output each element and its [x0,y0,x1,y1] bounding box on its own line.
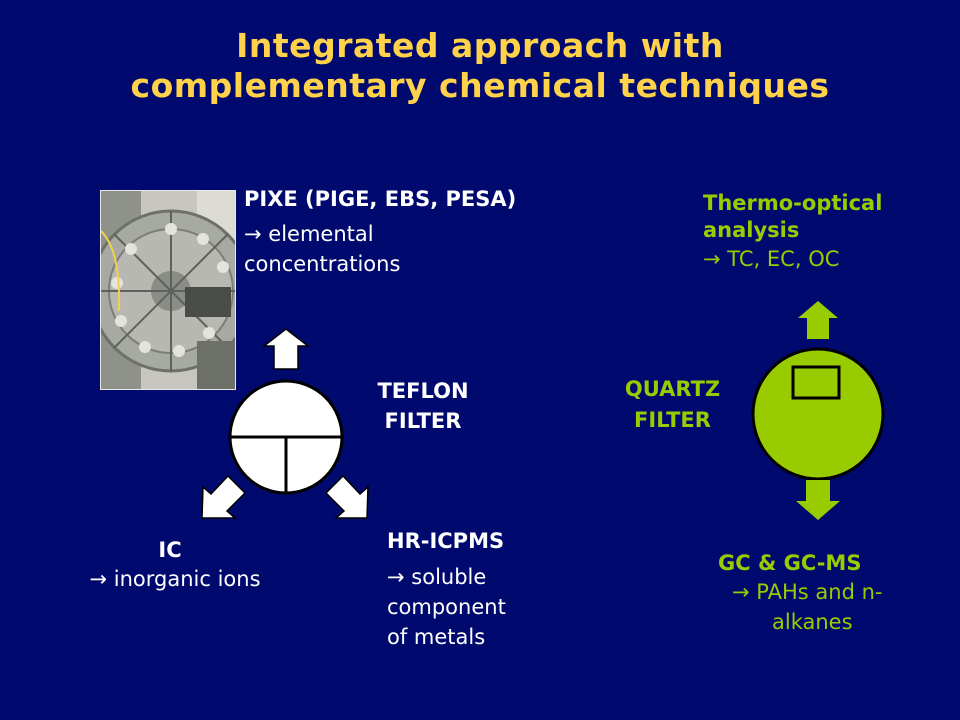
gc-line-1: PAHs and n- [756,580,883,604]
gc-line-2: alkanes [772,610,853,634]
arrow-down-left-to-ic [201,474,247,519]
thermo-heading-line-1: Thermo-optical [703,191,883,215]
sample-wheel-image [101,191,235,389]
title-line-1: Integrated approach with [236,26,724,65]
teflon-filter-label: TEFLON FILTER [348,376,498,436]
icpms-line-2: component [387,595,506,619]
teflon-filter-circle [228,379,344,495]
pixe-line-2: concentrations [244,252,401,276]
thermo-heading-line-2: analysis [703,218,800,242]
thermo-line-1: TC, EC, OC [727,247,840,271]
ic-heading: IC [158,538,182,562]
page-title: Integrated approach with complementary c… [0,26,960,106]
ic-arrow: → [89,567,108,591]
arrow-down-to-gc [796,480,840,520]
icpms-line-3: of metals [387,625,486,649]
teflon-label-line-2: FILTER [384,409,462,433]
quartz-label-line-2: FILTER [634,408,711,432]
pixe-line-1: elemental [268,222,374,246]
pixe-heading: PIXE (PIGE, EBS, PESA) [244,187,517,211]
icpms-arrow: → [387,565,405,589]
gc-label: GC & GC-MS → PAHs and n- alkanes [690,550,950,637]
gc-arrow: → [732,580,750,604]
arrow-up-to-thermo [798,301,838,339]
thermo-label: Thermo-optical analysis → TC, EC, OC [703,190,953,274]
icpms-line-1: soluble [411,565,487,589]
pixe-label: PIXE (PIGE, EBS, PESA) → elemental conce… [244,186,624,279]
gc-heading: GC & GC-MS [718,551,862,575]
quartz-filter-circle [751,347,885,481]
thermo-arrow: → [703,247,721,271]
title-line-2: complementary chemical techniques [130,66,830,105]
teflon-label-line-1: TEFLON [377,379,469,403]
arrow-up-to-pixe [261,328,311,370]
icpms-label: HR-ICPMS → soluble component of metals [387,528,607,652]
ic-label: IC → inorganic ions [50,537,300,594]
instrument-photo [100,190,236,390]
pixe-arrow: → [244,222,262,246]
quartz-label-line-1: QUARTZ [624,377,721,401]
icpms-heading: HR-ICPMS [387,529,505,553]
quartz-filter-label: QUARTZ FILTER [600,374,745,436]
ic-line-1: inorganic ions [113,567,261,591]
arrow-down-right-to-icpms [324,474,369,519]
